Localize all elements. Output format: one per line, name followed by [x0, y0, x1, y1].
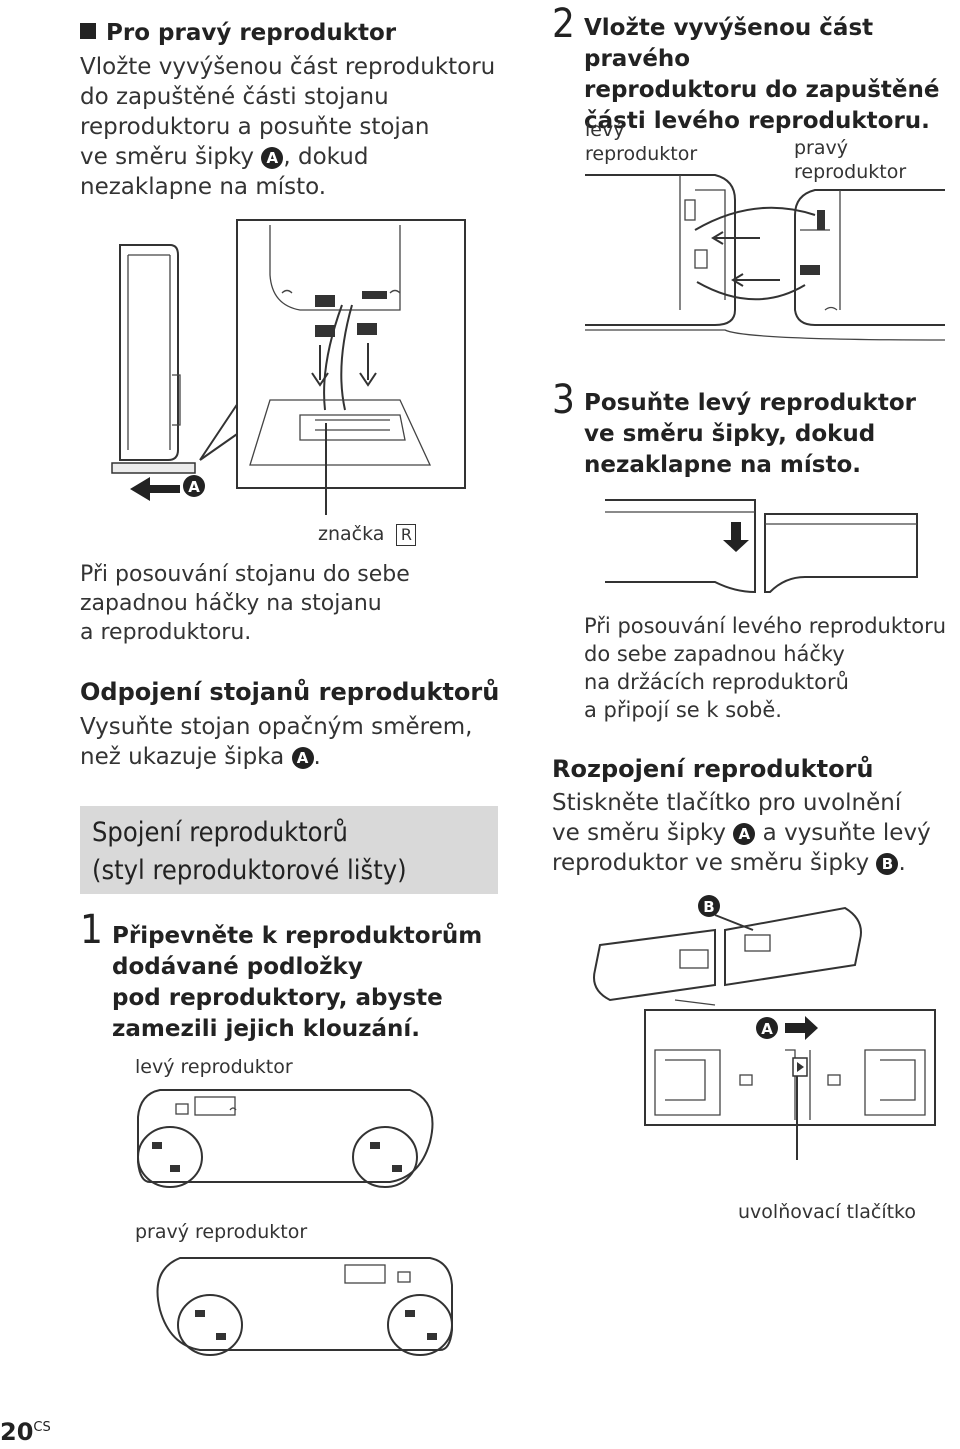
step-1-number: 1: [80, 907, 103, 953]
bar-section-title: Spojení reproduktorů (styl reproduktorov…: [80, 806, 498, 890]
step-2-illustration: [585, 174, 946, 341]
disconnect-line-2a: ve směru šipky: [552, 820, 727, 846]
step-1-line-2: dodávané podložky: [112, 954, 363, 980]
right-speaker-line-4b: , dokud: [283, 144, 369, 170]
disconnect-line-3b: .: [898, 850, 906, 876]
step-1-left-label: levý reproduktor: [135, 1056, 293, 1078]
stand-attach-illustration: A: [111, 219, 466, 515]
step-3-note-3: na držácích reproduktorů: [584, 670, 849, 694]
disconnect-line-3a: reproduktor ve směru šipky: [552, 850, 870, 876]
marker-a-icon: A: [261, 147, 284, 169]
release-button-label: uvolňovací tlačítko: [738, 1201, 917, 1223]
right-speaker-line-3: reproduktoru a posuňte stojan: [80, 114, 430, 140]
mark-label-text: značka: [318, 523, 385, 545]
step-3-note-2: do sebe zapadnou háčky: [584, 642, 845, 666]
step-3-line-2: ve směru šipky, dokud: [584, 421, 876, 447]
step-1-line-1: Připevněte k reproduktorům: [112, 923, 483, 949]
square-bullet-icon: [80, 23, 96, 39]
disconnect-line-2: ve směru šipky A a vysuňte levý: [552, 818, 960, 848]
stand-note: Při posouvání stojanu do sebe zapadnou h…: [80, 560, 500, 647]
step-2-right-label: pravý reproduktor: [794, 136, 906, 184]
stand-note-line-2: zapadnou háčky na stojanu: [80, 591, 382, 616]
mark-r-icon: R: [396, 524, 417, 546]
step-3-text: Posuňte levý reproduktor ve směru šipky,…: [584, 388, 960, 481]
right-speaker-line-2: do zapuštěné části stojanu: [80, 84, 389, 110]
left-speaker-pads-illustration: [137, 1089, 434, 1188]
detach-line-2b: .: [313, 744, 321, 770]
step-3-number: 3: [552, 377, 575, 423]
marker-a-icon: A: [733, 823, 756, 845]
disconnect-text: Stiskněte tlačítko pro uvolnění ve směru…: [552, 788, 960, 878]
detach-line-1: Vysuňte stojan opačným směrem,: [80, 714, 473, 740]
step-3-note-1: Při posouvání levého reproduktoru: [584, 614, 947, 638]
figure-marker-b: B: [703, 898, 714, 916]
step-3-line-3: nezaklapne na místo.: [584, 452, 861, 478]
stand-note-line-1: Při posouvání stojanu do sebe: [80, 562, 410, 587]
detach-line-2: než ukazuje šipka A.: [80, 742, 510, 772]
mark-label: značka R: [318, 522, 417, 546]
right-speaker-line-1: Vložte vyvýšenou část reproduktoru: [80, 54, 496, 80]
figure-marker-a: A: [761, 1020, 773, 1038]
step-2-line-3: části levého reproduktoru.: [584, 108, 930, 134]
page-number: 20CS: [0, 1418, 51, 1446]
marker-b-icon: B: [876, 853, 899, 875]
step-2-right-label-2: reproduktor: [794, 161, 907, 183]
disconnect-line-3: reproduktor ve směru šipky B.: [552, 848, 960, 878]
disconnect-heading: Rozpojení reproduktorů: [552, 755, 874, 783]
step-3-note: Při posouvání levého reproduktoru do seb…: [584, 612, 960, 724]
step-2-right-label-1: pravý: [794, 137, 849, 159]
step-1-line-3: pod reproduktory, abyste: [112, 985, 443, 1011]
step-2-line-1: Vložte vyvýšenou část pravého: [584, 15, 874, 72]
detach-stands-heading: Odpojení stojanů reproduktorů: [80, 678, 500, 706]
bar-section-box: Spojení reproduktorů (styl reproduktorov…: [80, 806, 498, 894]
bar-section-title-2: (styl reproduktorové lišty): [92, 855, 407, 886]
right-speaker-instructions: Vložte vyvýšenou část reproduktoru do za…: [80, 52, 510, 202]
right-speaker-heading: Pro pravý reproduktor: [80, 18, 396, 49]
stand-note-line-3: a reproduktoru.: [80, 620, 252, 645]
step-2-left-label-1: levý: [585, 119, 625, 141]
disconnect-line-1: Stiskněte tlačítko pro uvolnění: [552, 790, 902, 816]
detach-stands-text: Vysuňte stojan opačným směrem, než ukazu…: [80, 712, 510, 772]
step-3-illustration: [605, 499, 918, 594]
step-2-text: Vložte vyvýšenou část pravého reprodukto…: [584, 13, 960, 137]
right-speaker-pads-illustration: [156, 1257, 453, 1356]
step-1-line-4: zamezili jejich klouzání.: [112, 1016, 421, 1042]
page-number-value: 20: [0, 1418, 34, 1446]
step-3-note-4: a připojí se k sobě.: [584, 698, 782, 722]
right-speaker-line-5: nezaklapne na místo.: [80, 174, 327, 200]
step-2-left-label-2: reproduktor: [585, 143, 698, 165]
step-2-number: 2: [552, 1, 575, 47]
page-lang: CS: [33, 1420, 51, 1435]
figure-marker-a: A: [188, 478, 200, 496]
right-speaker-line-4a: ve směru šipky: [80, 144, 255, 170]
step-2-left-label: levý reproduktor: [585, 118, 697, 166]
bar-section-title-1: Spojení reproduktorů: [92, 817, 348, 848]
right-speaker-line-4: ve směru šipky A, dokud: [80, 142, 510, 172]
marker-a-icon: A: [291, 747, 314, 769]
detach-line-2a: než ukazuje šipka: [80, 744, 285, 770]
step-1-text: Připevněte k reproduktorům dodávané podl…: [112, 921, 512, 1045]
disconnect-line-2b: a vysuňte levý: [762, 820, 931, 846]
right-speaker-heading-text: Pro pravý reproduktor: [106, 20, 397, 46]
step-3-line-1: Posuňte levý reproduktor: [584, 390, 916, 416]
step-2-line-2: reproduktoru do zapuštěné: [584, 77, 940, 103]
step-1-right-label: pravý reproduktor: [135, 1221, 308, 1243]
disconnect-illustration: B A: [593, 895, 936, 1160]
